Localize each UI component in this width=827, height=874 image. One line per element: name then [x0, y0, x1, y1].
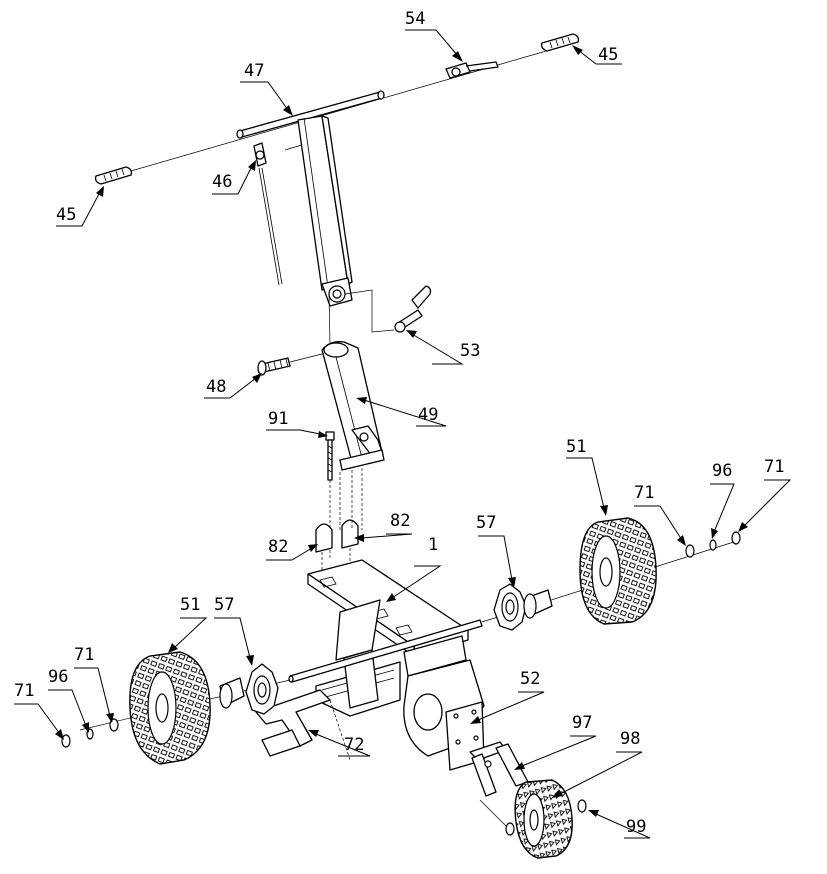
label-71-d: 71 [14, 681, 34, 701]
sprocket-right [493, 583, 553, 631]
label-96-left: 96 [48, 667, 68, 687]
handle-grip-right [540, 33, 580, 52]
label-96-right: 96 [712, 461, 732, 481]
label-51-right: 51 [566, 437, 586, 457]
label-53: 53 [460, 341, 480, 361]
label-51-left: 51 [180, 595, 200, 615]
label-57-left: 57 [214, 595, 234, 615]
hinge-bolt [257, 351, 331, 376]
wheel-left [129, 651, 211, 765]
handle-grip-left [94, 166, 133, 185]
callouts: 54 45 47 46 45 53 48 49 91 51 [14, 9, 792, 839]
label-46: 46 [212, 172, 232, 192]
upper-steering-column [297, 115, 395, 346]
hardware-left [61, 718, 119, 748]
label-82-right: 82 [390, 511, 410, 531]
long-bolt [325, 431, 335, 560]
label-49: 49 [418, 405, 438, 425]
sprocket-left [219, 663, 279, 715]
kickstand [255, 689, 351, 761]
label-71-c: 71 [74, 645, 94, 665]
caster-fork [469, 741, 529, 831]
label-47: 47 [244, 61, 264, 81]
label-99: 99 [626, 817, 646, 837]
label-45-right: 45 [598, 45, 618, 65]
handlebar-assembly [94, 33, 580, 286]
folding-lever [394, 285, 432, 333]
label-45-left: 45 [56, 205, 76, 225]
hardware-right [685, 531, 741, 558]
label-52: 52 [520, 669, 540, 689]
label-48: 48 [206, 377, 226, 397]
label-71-a: 71 [634, 483, 654, 503]
wheel-right [579, 517, 657, 625]
label-57-right: 57 [476, 513, 496, 533]
label-91: 91 [268, 409, 288, 429]
label-54: 54 [405, 9, 425, 29]
label-97: 97 [572, 713, 592, 733]
label-1: 1 [428, 535, 438, 555]
label-71-b: 71 [764, 457, 784, 477]
label-82-left: 82 [268, 537, 288, 557]
mount-blocks [315, 468, 363, 572]
caster-wheel [505, 779, 587, 859]
label-98: 98 [620, 729, 640, 749]
label-72: 72 [344, 735, 364, 755]
lower-steering-column [321, 341, 385, 471]
